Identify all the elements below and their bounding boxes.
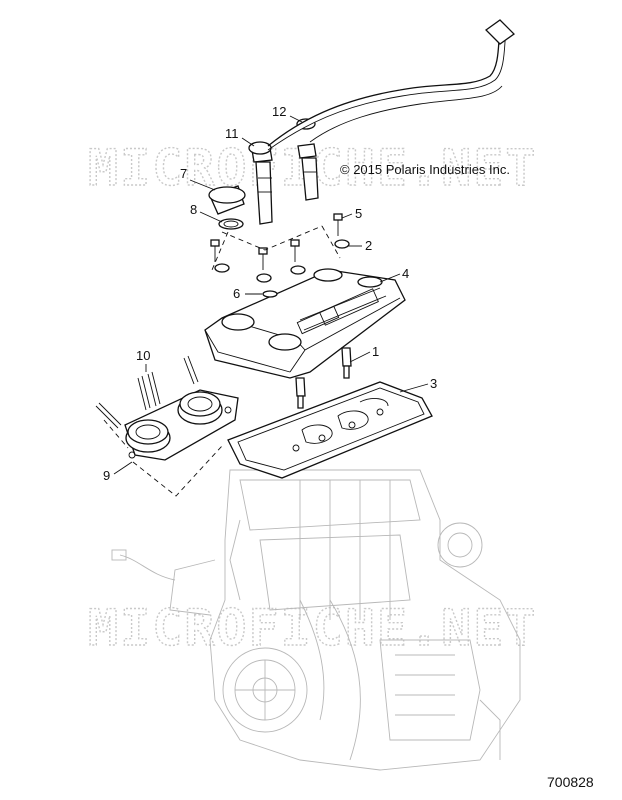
cover-bolts-washers [210,213,350,298]
svg-text:1: 1 [372,344,379,359]
svg-text:4: 4 [402,266,409,281]
svg-text:8: 8 [190,202,197,217]
svg-text:10: 10 [136,348,150,363]
callout-2: 2 [348,238,372,253]
callout-8: 8 [190,202,223,223]
figure-number: 700828 [547,774,594,790]
valve-cover-gasket [227,381,433,479]
assembly-guides [103,225,341,497]
callout-1: 1 [349,344,379,363]
svg-text:3: 3 [430,376,437,391]
callout-7: 7 [180,166,216,191]
callout-6: 6 [233,286,262,301]
oil-fill-cap [208,185,246,230]
copyright-text: © 2015 Polaris Industries Inc. [340,162,510,177]
svg-text:12: 12 [272,104,286,119]
svg-text:11: 11 [225,126,239,141]
callout-3: 3 [399,376,437,393]
callout-10: 10 [136,348,150,372]
callout-4: 4 [379,266,409,283]
spark-plugs [295,347,352,409]
callout-11: 11 [225,126,255,147]
svg-text:7: 7 [180,166,187,181]
callout-5: 5 [341,206,362,221]
intake-bolts [95,355,199,429]
coil-wire-harness [267,19,516,151]
svg-text:2: 2 [365,238,372,253]
watermark-bottom: MICROFICHE.NET [88,599,537,657]
svg-text:5: 5 [355,206,362,221]
valve-cover [204,268,406,379]
svg-text:9: 9 [103,468,110,483]
callout-9: 9 [103,461,133,483]
intake-boots [124,389,239,461]
engine-block [111,469,521,771]
callout-12: 12 [272,104,303,123]
svg-text:6: 6 [233,286,240,301]
